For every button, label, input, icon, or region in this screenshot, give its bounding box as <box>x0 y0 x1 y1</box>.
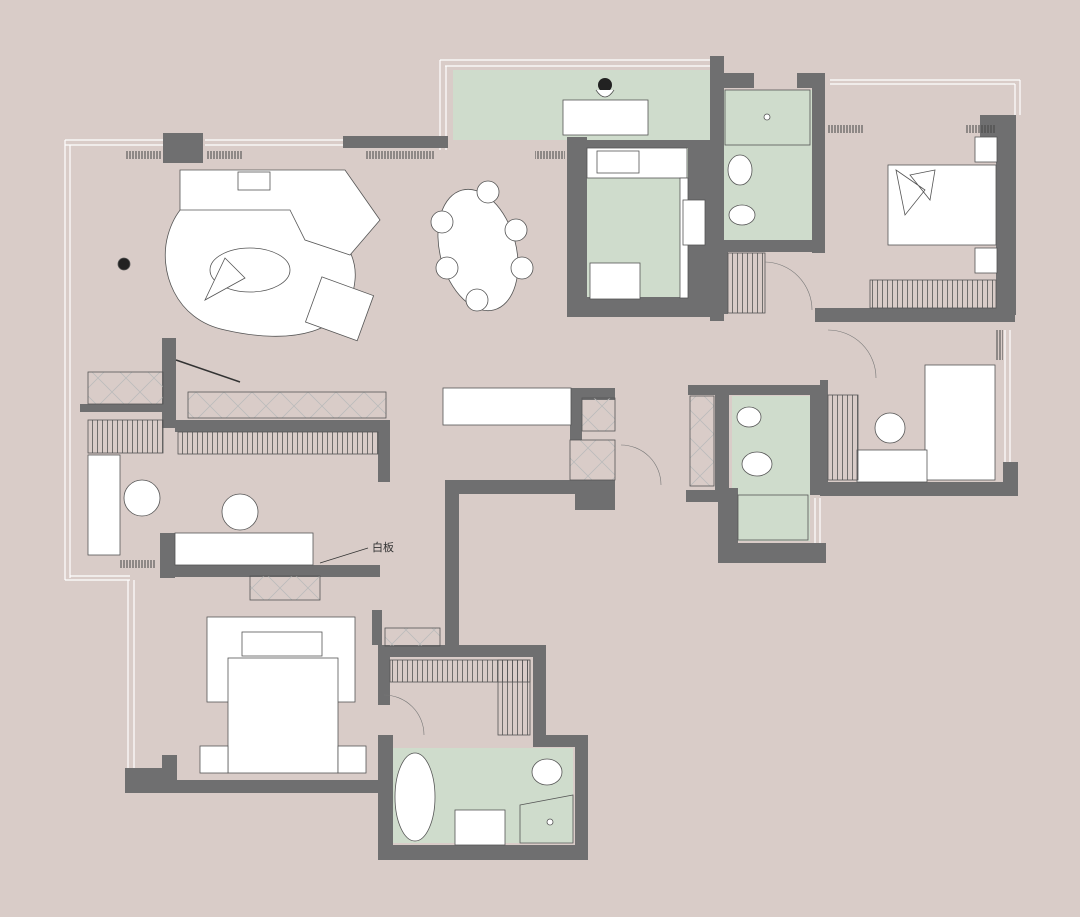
study-cabinet <box>187 391 387 419</box>
walls <box>80 56 1018 860</box>
dining-chair-5 <box>504 218 528 242</box>
nightstand-ne-2 <box>974 247 998 274</box>
person-balcony-icon <box>598 78 612 92</box>
person-living-icon <box>117 257 131 271</box>
master-basin-icon <box>454 809 506 846</box>
basin-north-icon <box>728 204 756 226</box>
dining-chair-1 <box>430 210 454 234</box>
wardrobe-northeast <box>869 279 997 309</box>
kitchen <box>586 147 706 300</box>
sofa-cushion <box>237 171 271 191</box>
whiteboard-label: 白板 <box>372 540 394 554</box>
bedroom-east <box>827 364 996 483</box>
master-toilet-icon <box>531 758 563 786</box>
master-bed <box>227 657 339 774</box>
study <box>87 359 387 601</box>
door-swings <box>383 261 877 736</box>
study-wall-storage <box>177 431 379 455</box>
wardrobe-east <box>827 394 859 481</box>
bathroom-central <box>689 395 809 541</box>
kitchen-stove-icon <box>682 199 706 246</box>
cabinet-central <box>689 395 715 487</box>
study-bench <box>249 575 321 601</box>
radiators <box>120 125 1003 568</box>
basin-central-icon <box>736 406 762 428</box>
study-desk <box>174 532 314 566</box>
armchair <box>304 276 375 342</box>
wall-pier-1 <box>163 133 203 163</box>
bathtub-icon <box>394 752 436 842</box>
toilet-central-icon <box>741 451 773 477</box>
bathroom-north <box>724 89 811 314</box>
study-chair-1 <box>123 479 161 517</box>
chair-east <box>874 412 906 444</box>
dining-chair-3 <box>465 288 489 312</box>
balcony <box>562 78 649 136</box>
dining-chair-4 <box>476 180 500 204</box>
corridor-cabinets <box>442 387 616 481</box>
toilet-north-icon <box>727 154 753 186</box>
study-chair-2 <box>221 493 259 531</box>
master-bedroom <box>199 616 367 774</box>
master-headboard <box>241 631 323 657</box>
master-nightstand-2 <box>337 745 367 774</box>
wall-segment-1 <box>343 136 448 148</box>
sofa <box>179 169 381 256</box>
study-side-desk <box>87 454 121 556</box>
walk-in-closet <box>384 627 531 736</box>
study-bookshelf-top <box>87 371 164 405</box>
stair-rail <box>175 359 241 383</box>
master-nightstand-1 <box>199 745 229 774</box>
bed-east <box>924 364 996 481</box>
storage-north <box>727 252 766 314</box>
nightstand-ne-1 <box>974 136 998 163</box>
dining-area <box>430 180 534 312</box>
whiteboard-leader <box>319 547 369 564</box>
fridge-icon <box>589 262 641 300</box>
master-bathroom <box>394 752 574 846</box>
master-shower-icon <box>519 794 574 844</box>
living-room <box>117 169 381 342</box>
shoe-cabinet <box>442 387 572 426</box>
kitchen-sink-icon <box>596 150 640 174</box>
dining-chair-2 <box>435 256 459 280</box>
balcony-counter <box>562 99 649 136</box>
dining-chair-6 <box>510 256 534 280</box>
study-wardrobe <box>87 419 164 454</box>
bedroom-northeast <box>869 136 998 309</box>
desk-east <box>856 449 928 483</box>
shower-central-icon <box>737 494 809 541</box>
window-lines <box>64 59 1021 770</box>
